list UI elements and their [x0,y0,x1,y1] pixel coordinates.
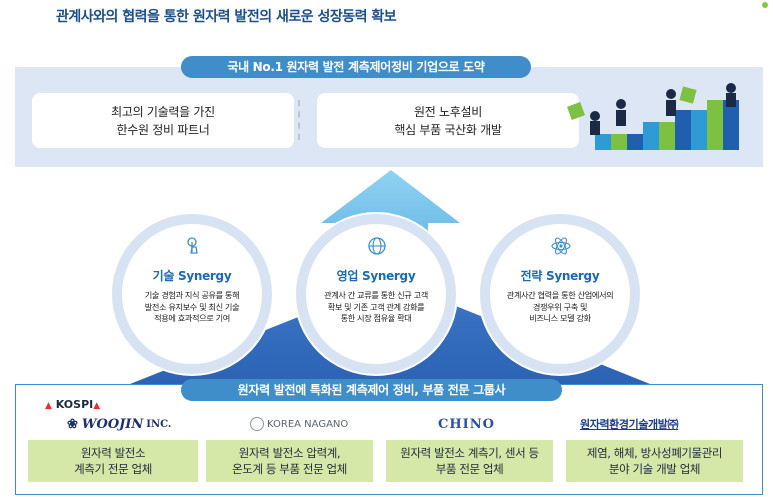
synergy-desc: 기술 경험과 지식 공유를 통해 발전소 유지보수 및 최신 기술 적용에 효과… [144,290,240,323]
touch-icon [187,237,198,254]
woojin-inc: INC. [146,418,172,430]
dashed-separator [298,100,300,140]
page-title: 관계사와의 협력을 통한 원자력 발전의 새로운 성장동력 확보 [56,9,397,25]
woojin-name: WOOJIN [81,416,144,432]
chino-logo: CHINO [438,416,495,432]
atom-icon [551,237,571,255]
group-pill: 원자력 발전에 특화된 계측제어 정비, 부품 전문 그룹사 [181,379,562,401]
woojin-mark-icon: ❀ [67,416,78,432]
nagano-name: KOREA NAGANO [267,418,349,430]
company-card: 원자력 발전소 압력계, 온도계 등 부품 전문 업체 [206,440,373,482]
nagano-mark-icon [250,417,264,431]
synergy-title: 기술 Synergy [152,269,232,283]
triangle-icon: ▲ [45,401,52,411]
puzzle-people-illustration [567,83,739,150]
env-tech-logo: 원자력환경기술개발㈜ [580,418,679,431]
kospi-label: ▲ KOSPI▲ [45,398,100,411]
synergy-desc: 관계사간 협력을 통한 산업에서의 경쟁우위 구축 및 비즈니스 모델 강화 [506,290,614,323]
strategy-synergy-circle: 전략 Synergy 관계사간 협력을 통한 산업에서의 경쟁우위 구축 및 비… [480,214,640,374]
sales-synergy-circle: 영업 Synergy 관계사 간 교류를 통한 신규 고객 확보 및 기존 고객… [296,214,456,374]
synergy-title: 전략 Synergy [520,269,600,283]
kospi-text: KOSPI [55,398,94,411]
tech-synergy-circle: 기술 Synergy 기술 경험과 지식 공유를 통해 발전소 유지보수 및 최… [112,214,272,374]
localization-box: 원전 노후설비 핵심 부품 국산화 개발 [317,93,579,148]
company-card: 원자력 발전소 계측기 전문 업체 [28,440,198,482]
triangle-icon: ▲ [93,401,101,411]
company-card: 원자력 발전소 계측기, 센서 등 부품 전문 업체 [386,440,553,482]
synergy-title: 영업 Synergy [336,269,416,283]
partner-box: 최고의 기술력을 가진 한수원 정비 파트너 [32,93,294,148]
corner-dot [762,2,768,8]
company-card: 제염, 해체, 방사성폐기물관리 분야 기술 개발 업체 [566,440,743,482]
korea-nagano-logo: KOREA NAGANO [250,415,348,433]
synergy-desc: 관계사 간 교류를 통한 신규 고객 확보 및 기존 고객 관계 강화를 통한 … [324,290,428,323]
woojin-logo: ❀ WOOJIN INC. [67,415,171,433]
globe-icon [368,237,386,255]
top-goal-pill: 국내 No.1 원자력 발전 계측제어정비 기업으로 도약 [181,56,531,78]
